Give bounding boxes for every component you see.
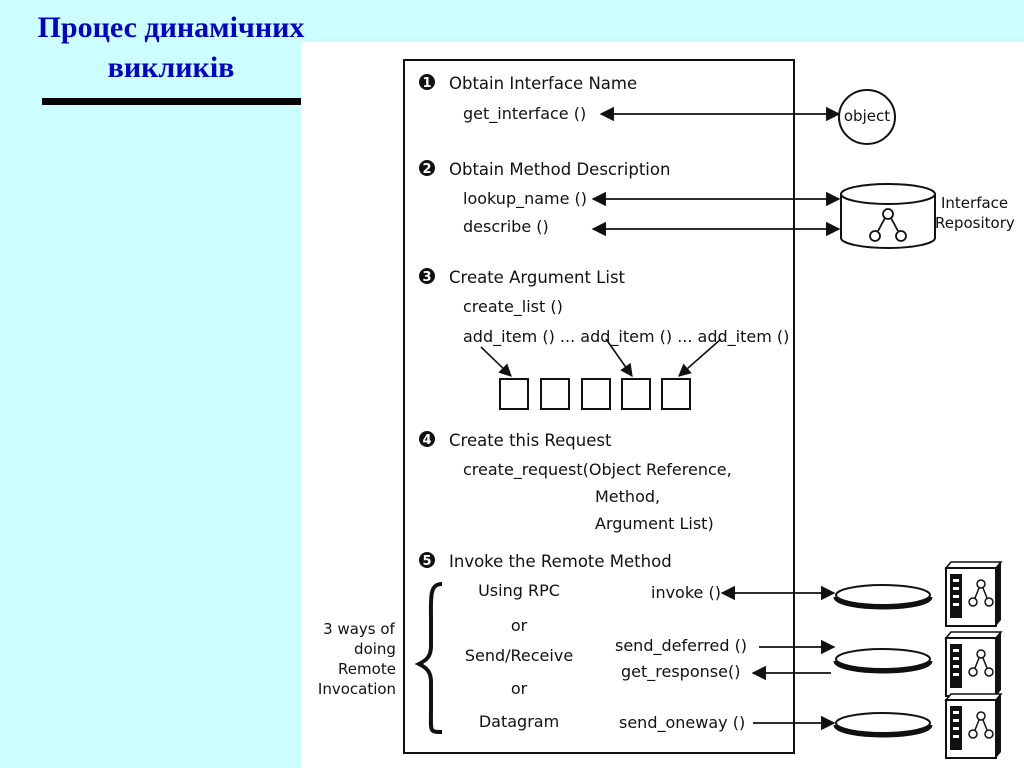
object-circle [838, 89, 896, 145]
slide-title-line-2: викликів [107, 51, 235, 84]
dii-diagram-panel: 1 Obtain Interface Name get_interface ()… [301, 42, 1024, 768]
step-4-call-method: Method, [595, 487, 660, 506]
call-send-oneway: send_oneway () [619, 713, 745, 733]
step-2-call-lookup-name: lookup_name () [463, 189, 587, 209]
server-computer-icon-2 [944, 631, 1003, 697]
step-1-call-get-interface: get_interface () [463, 104, 586, 124]
step-1-number: 1 [422, 76, 431, 91]
method-or-1: or [511, 616, 528, 635]
step-5-number-badge [419, 552, 435, 568]
call-send-deferred: send_deferred () [615, 636, 747, 656]
step-2-number: 2 [422, 162, 431, 177]
step-1-title: Obtain Interface Name [449, 74, 637, 93]
step-4-call-argument-list: Argument List) [595, 514, 714, 533]
title-underline [42, 98, 302, 105]
step-4: 4 Create this Request create_request(Obj… [419, 431, 732, 533]
repository-label-line-2: Repository [935, 214, 1015, 232]
ways-label-line-4: Invocation [318, 680, 396, 698]
steps-frame [403, 59, 795, 754]
step-4-number: 4 [422, 433, 431, 448]
method-send-receive: Send/Receive [465, 646, 573, 665]
method-datagram: Datagram [479, 712, 559, 731]
step-2-title: Obtain Method Description [449, 160, 670, 179]
step-4-call-create-request: create_request(Object Reference, [463, 460, 732, 480]
method-or-2: or [511, 679, 528, 698]
step-1-number-badge [419, 74, 435, 90]
step-3-number: 3 [422, 270, 431, 285]
server-computer-icon-1 [944, 561, 1003, 627]
step-5-title: Invoke the Remote Method [449, 552, 672, 571]
step-1: 1 Obtain Interface Name get_interface () [419, 74, 637, 124]
step-3-number-badge [419, 268, 435, 284]
step-3-title: Create Argument List [449, 268, 626, 287]
dii-diagram: 1 Obtain Interface Name get_interface ()… [318, 59, 1015, 759]
call-get-response: get_response() [621, 662, 740, 682]
add-item-arrow-2 [605, 338, 633, 378]
step-4-title: Create this Request [449, 431, 612, 450]
step-3-call-add-item: add_item () ... add_item () ... add_item… [463, 327, 789, 347]
slide-title: Процес динамічних викликів [0, 8, 342, 88]
argument-list-boxes [499, 378, 691, 410]
object-label: object [844, 107, 890, 125]
add-item-arrow-3 [678, 338, 722, 377]
server-disk-1 [833, 584, 933, 610]
ways-label-line-1: 3 ways of [323, 620, 395, 638]
interface-repository-icon [840, 183, 936, 249]
add-item-arrow-1 [480, 346, 512, 377]
slide-title-line-1: Процес динамічних [37, 11, 305, 44]
server-disk-2 [833, 648, 933, 674]
step-3: 3 Create Argument List create_list () ad… [419, 268, 789, 347]
step-2: 2 Obtain Method Description lookup_name … [419, 160, 670, 236]
method-using-rpc: Using RPC [478, 581, 560, 600]
step-5-number: 5 [422, 554, 431, 569]
ways-label-line-3: Remote [338, 660, 396, 678]
server-disk-3 [833, 712, 933, 738]
ways-brace [414, 582, 443, 734]
step-3-call-create-list: create_list () [463, 297, 563, 317]
step-2-number-badge [419, 160, 435, 176]
ways-label-line-2: doing [354, 640, 396, 658]
step-5: 5 Invoke the Remote Method [419, 552, 672, 571]
step-2-call-describe: describe () [463, 217, 549, 236]
step-4-number-badge [419, 431, 435, 447]
repository-label-line-1: Interface [941, 194, 1008, 212]
call-invoke: invoke () [651, 583, 721, 602]
server-computer-icon-3 [944, 693, 1003, 759]
